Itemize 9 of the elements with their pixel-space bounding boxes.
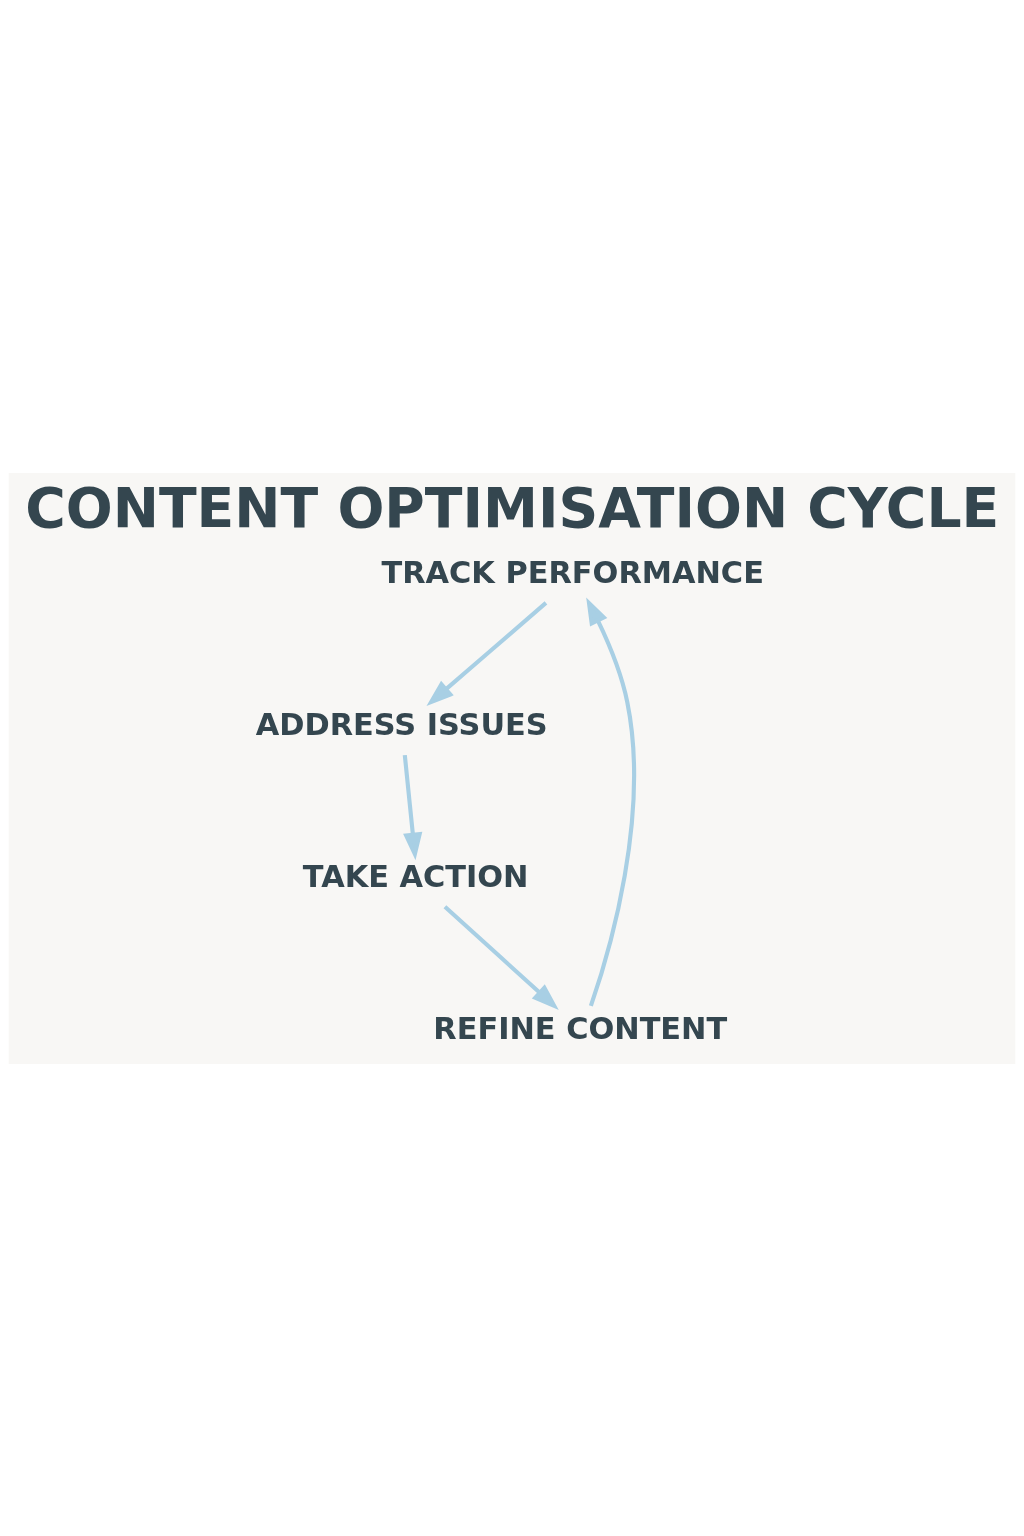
node-text: TAKE ACTION xyxy=(302,858,529,894)
node-text: TRACK PERFORMANCE xyxy=(381,554,764,590)
diagram-title: CONTENT OPTIMISATION CYCLE xyxy=(25,475,1000,540)
node-text: ADDRESS ISSUES xyxy=(255,706,548,742)
arrow xyxy=(426,600,548,706)
arrow xyxy=(402,754,423,860)
node-text: REFINE CONTENT xyxy=(433,1010,728,1046)
arrow xyxy=(586,597,636,1007)
arrow xyxy=(443,904,559,1010)
